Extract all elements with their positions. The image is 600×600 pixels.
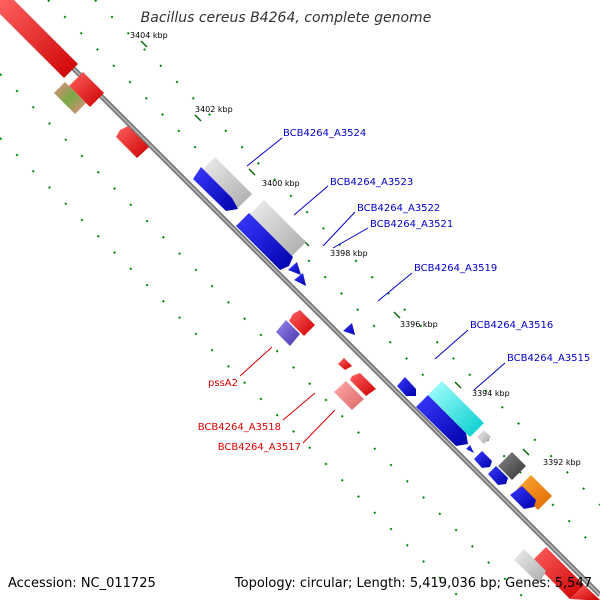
tick-label-3400: 3400 kbp — [262, 179, 300, 188]
cds-cyan-feature[interactable] — [428, 381, 484, 437]
tick-label-3396: 3396 kbp — [400, 320, 438, 329]
connector-a3524 — [246, 137, 283, 167]
cds-grey-feature[interactable] — [201, 157, 252, 208]
cds-red-feature[interactable] — [0, 0, 78, 78]
connector-a3517 — [302, 409, 336, 444]
connector-a3521 — [332, 227, 369, 249]
tick-mark — [248, 168, 256, 176]
accession-text: Accession: NC_011725 — [8, 576, 156, 591]
cds-blue-feature[interactable] — [510, 486, 536, 509]
cds-red-feature-edge[interactable] — [570, 585, 600, 600]
tick-mark — [393, 311, 401, 319]
gene-label-a3516[interactable]: BCB4264_A3516 — [470, 320, 553, 331]
gene-label-a3524[interactable]: BCB4264_A3524 — [283, 128, 366, 139]
tick-label-3398: 3398 kbp — [330, 249, 368, 258]
gene-label-a3515[interactable]: BCB4264_A3515 — [507, 353, 590, 364]
tick-mark — [194, 114, 202, 122]
cds-grey-feature[interactable] — [250, 200, 306, 256]
cds-grey-feature[interactable] — [477, 430, 491, 444]
reverse-strand-features — [193, 167, 546, 582]
cds-grey-feature[interactable] — [514, 549, 546, 582]
connector-a3519 — [377, 272, 413, 302]
reverse-gene-labels: pssA2 BCB4264_A3518 BCB4264_A3517 — [198, 378, 301, 453]
label-connectors — [239, 137, 506, 444]
cds-orange-feature[interactable] — [517, 475, 552, 510]
gene-label-a3517[interactable]: BCB4264_A3517 — [218, 442, 301, 453]
tick-label-3404: 3404 kbp — [130, 31, 168, 40]
gene-label-pssa2[interactable]: pssA2 — [208, 378, 238, 389]
cds-purple-feature[interactable] — [276, 320, 300, 346]
forward-gene-labels: BCB4264_A3524 BCB4264_A3523 BCB4264_A352… — [283, 128, 590, 364]
gene-label-a3518[interactable]: BCB4264_A3518 — [198, 422, 281, 433]
gene-label-a3522[interactable]: BCB4264_A3522 — [357, 203, 440, 214]
outer-reverse-features — [54, 82, 376, 410]
cds-blue-feature[interactable] — [288, 262, 301, 275]
tick-mark — [522, 448, 530, 456]
cds-mixed-feature[interactable] — [54, 82, 86, 114]
cds-pink-feature[interactable] — [334, 381, 364, 410]
tick-label-3392: 3392 kbp — [543, 458, 581, 467]
gene-label-a3523[interactable]: BCB4264_A3523 — [330, 177, 413, 188]
gene-label-a3521[interactable]: BCB4264_A3521 — [370, 219, 453, 230]
cds-red-feature[interactable] — [289, 310, 315, 336]
connector-pssa2 — [239, 346, 273, 377]
cds-blue-feature[interactable] — [488, 466, 508, 485]
cds-blue-feature[interactable] — [466, 445, 474, 453]
cds-blue-feature[interactable] — [236, 213, 293, 270]
cds-red-feature[interactable] — [532, 547, 584, 599]
connector-a3515 — [473, 362, 506, 391]
cds-blue-feature[interactable] — [343, 323, 355, 335]
cds-blue-feature[interactable] — [474, 451, 492, 468]
tick-mark — [454, 381, 462, 389]
connector-a3518 — [282, 392, 316, 421]
cds-dark-feature[interactable] — [498, 452, 526, 480]
tick-label-3402: 3402 kbp — [195, 105, 233, 114]
tick-mark — [140, 40, 148, 48]
cds-red-feature[interactable] — [69, 72, 104, 107]
genome-title: Bacillus cereus B4264, complete genome — [141, 10, 432, 26]
cds-blue-feature[interactable] — [193, 167, 238, 211]
genome-summary-text: Topology: circular; Length: 5,419,036 bp… — [234, 576, 592, 591]
connector-a3522 — [322, 211, 356, 247]
connector-a3523 — [293, 185, 329, 216]
upper-outer-features — [428, 381, 526, 480]
cds-blue-feature[interactable] — [294, 273, 306, 286]
cds-red-feature[interactable] — [338, 358, 352, 370]
cds-red-feature[interactable] — [116, 126, 149, 158]
cds-blue-feature[interactable] — [397, 377, 416, 396]
tick-label-3394: 3394 kbp — [472, 389, 510, 398]
gene-label-a3519[interactable]: BCB4264_A3519 — [414, 263, 497, 274]
connector-a3516 — [434, 329, 469, 360]
cds-blue-feature[interactable] — [416, 395, 468, 446]
cds-red-feature[interactable] — [350, 373, 376, 396]
tick-labels: 3404 kbp 3402 kbp 3400 kbp 3398 kbp 3396… — [130, 31, 581, 467]
